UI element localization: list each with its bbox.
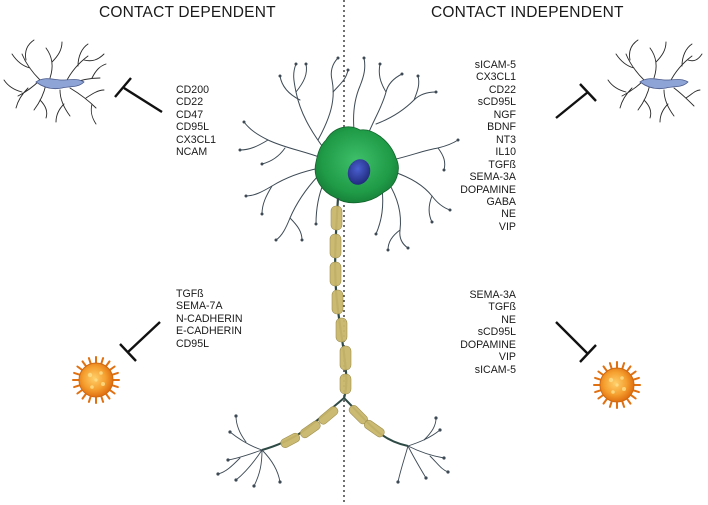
inhibition-arrow-icon xyxy=(555,321,597,363)
microglia-icon xyxy=(607,39,703,123)
mediator-label: CD95L xyxy=(176,121,209,134)
mediator-label: CX3CL1 xyxy=(176,133,217,146)
mediator-label: sCD95L xyxy=(477,326,516,339)
mediator-label: VIP xyxy=(498,351,516,364)
contact-dependent-heading: CONTACT DEPENDENT xyxy=(99,4,276,21)
mediator-label: BDNF xyxy=(487,121,516,134)
mediator-label: CD95L xyxy=(176,337,209,350)
t-cell-icon xyxy=(593,361,641,409)
mediator-label: IL10 xyxy=(495,146,516,159)
mediator-label: DOPAMINE xyxy=(460,183,516,196)
mediator-label: CD22 xyxy=(488,83,516,96)
mediator-label: sICAM-5 xyxy=(474,363,516,376)
myelin-sheath xyxy=(329,205,352,395)
mediator-label: NE xyxy=(501,208,516,221)
neuron-icon xyxy=(216,56,460,488)
inhibition-arrow-icon xyxy=(119,321,161,362)
mediator-label: TGFß xyxy=(176,288,204,300)
inhibition-arrow-icon xyxy=(555,83,597,119)
microglia-icon xyxy=(3,39,107,125)
mediator-label: CD22 xyxy=(176,96,204,109)
mediator-label: NGF xyxy=(493,108,516,121)
mediator-label: sICAM-5 xyxy=(474,59,516,71)
mediator-label: CX3CL1 xyxy=(475,71,516,84)
mediator-label: SEMA-7A xyxy=(176,300,223,313)
inhibition-arrow-icon xyxy=(114,77,163,114)
mediator-label: TGFß xyxy=(488,158,516,171)
mediator-label: NE xyxy=(501,313,516,326)
neuron-nucleus xyxy=(347,159,371,185)
mediator-label: TGFß xyxy=(488,301,516,314)
mediator-label: GABA xyxy=(486,195,516,208)
t-cell-icon xyxy=(72,356,120,404)
mediator-label: NT3 xyxy=(495,133,516,146)
contact-independent-heading: CONTACT INDEPENDENT xyxy=(431,4,624,21)
mediator-label: sCD95L xyxy=(477,96,516,109)
mediator-label: SEMA-3A xyxy=(469,289,516,301)
mediator-label: N-CADHERIN xyxy=(176,312,243,325)
mediator-label: NCAM xyxy=(176,146,208,159)
mediator-label: DOPAMINE xyxy=(460,338,516,351)
mediator-label: CD200 xyxy=(176,84,209,96)
mediator-label: E-CADHERIN xyxy=(176,325,242,338)
mediator-label: SEMA-3A xyxy=(469,171,516,184)
mediator-label: VIP xyxy=(498,220,516,233)
mediator-label: CD47 xyxy=(176,108,204,121)
